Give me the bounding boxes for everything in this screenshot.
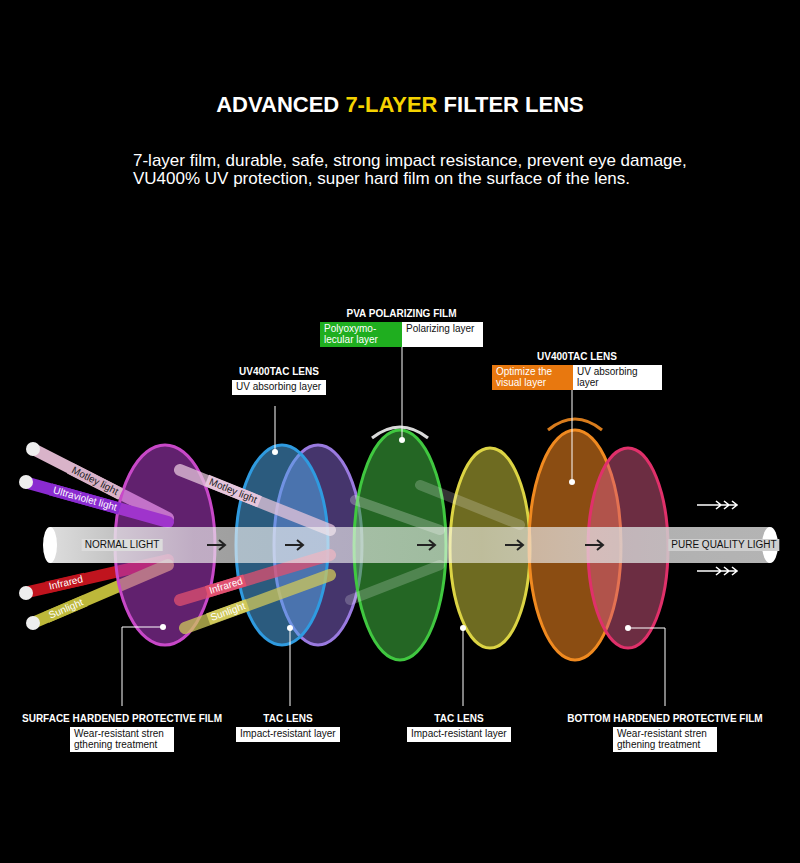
- leader-dots: [160, 437, 631, 631]
- beam-arrows: [505, 540, 523, 550]
- caption: 7-layer film, durable, safe, strong impa…: [133, 152, 708, 188]
- beam-label: NORMAL LIGHT: [82, 539, 163, 551]
- leader-dots: [272, 449, 278, 455]
- leader-dots: [625, 625, 631, 631]
- leader-lines: [290, 628, 291, 706]
- output-arrows: [697, 501, 737, 509]
- callout-text: Wear-resistant stren gthening treatment: [613, 727, 717, 752]
- filtered-rays: [185, 575, 330, 628]
- leader-lines: [463, 628, 464, 706]
- callout-heading: BOTTOM HARDENED PROTECTIVE FILM: [567, 713, 762, 724]
- incoming-rays: [19, 475, 33, 489]
- callout-box: UV400TAC LENSUV absorbing layer: [232, 380, 326, 395]
- filtered-rays: [420, 485, 520, 525]
- callout-text: UV absorbing layer: [232, 380, 326, 395]
- callout-text: Impact-resistant layer: [236, 727, 340, 742]
- ray-label: Sunlight: [44, 595, 87, 623]
- beam-arrows: [585, 540, 603, 550]
- cell-text: UV absorbing layer: [573, 365, 662, 390]
- callout-box: PVA POLARIZING FILMPolyoxymo- lecular la…: [320, 322, 483, 347]
- beam-label: PURE QUALITY LIGHT: [668, 539, 779, 551]
- leader-lines: [402, 346, 403, 440]
- leader-lines: [275, 406, 276, 452]
- layer-cell: Polarizing layer: [402, 322, 483, 347]
- light-beam: [43, 527, 57, 563]
- callout-heading: UV400TAC LENS: [239, 366, 319, 377]
- light-beam: [50, 527, 770, 563]
- callout-text: Impact-resistant layer: [407, 727, 511, 742]
- callout-box: TAC LENSImpact-resistant layer: [236, 727, 340, 742]
- beam-arrows: [417, 540, 435, 550]
- beam-arrows: [207, 540, 603, 550]
- filtered-rays: [180, 470, 330, 530]
- output-arrows: [697, 501, 737, 575]
- layer-cell: Polyoxymo- lecular layer: [320, 322, 402, 347]
- title: ADVANCED 7-LAYER FILTER LENS: [0, 92, 800, 118]
- glare-arcs: [548, 419, 602, 430]
- cell-text: Polyoxymo- lecular layer: [320, 322, 402, 347]
- callout-heading: UV400TAC LENS: [537, 351, 617, 362]
- filtered-rays: [350, 565, 440, 600]
- leader-lines: [572, 390, 573, 482]
- ray-label: Infrared: [45, 573, 87, 594]
- callout-heading: TAC LENS: [434, 713, 483, 724]
- leader-dots: [287, 625, 293, 631]
- incoming-rays: [26, 442, 40, 456]
- layer-cell: Optimize the visual layer: [492, 365, 573, 390]
- incoming-rays: [26, 616, 40, 630]
- ray-label: Sunlight: [206, 599, 250, 625]
- layer-cell: UV absorbing layer: [573, 365, 662, 390]
- leader-lines: [122, 346, 665, 706]
- callout-text: Wear-resistant stren gthening treatment: [70, 727, 174, 752]
- leader-dots: [399, 437, 405, 443]
- callout-box: SURFACE HARDENED PROTECTIVE FILMWear-res…: [70, 727, 174, 752]
- callout-box: TAC LENSImpact-resistant layer: [407, 727, 511, 742]
- leader-lines: [122, 627, 163, 706]
- leader-dots: [569, 479, 575, 485]
- callout-box: BOTTOM HARDENED PROTECTIVE FILMWear-resi…: [613, 727, 717, 752]
- filtered-rays: [355, 500, 440, 530]
- callout-heading: PVA POLARIZING FILM: [347, 308, 457, 319]
- callout-heading: SURFACE HARDENED PROTECTIVE FILM: [22, 713, 222, 724]
- glare-arcs: [372, 419, 602, 438]
- glare-arcs: [372, 427, 428, 438]
- beam-arrows: [207, 540, 225, 550]
- output-arrows: [697, 567, 737, 575]
- leader-dots: [460, 625, 466, 631]
- leader-dots: [160, 624, 166, 630]
- cell-text: Optimize the visual layer: [492, 365, 573, 390]
- beam-arrows: [285, 540, 303, 550]
- leader-lines: [628, 628, 665, 706]
- callout-heading: TAC LENS: [263, 713, 312, 724]
- callout-box: UV400TAC LENSOptimize the visual layerUV…: [492, 365, 662, 390]
- incoming-rays: [19, 586, 33, 600]
- cell-text: Polarizing layer: [402, 322, 483, 347]
